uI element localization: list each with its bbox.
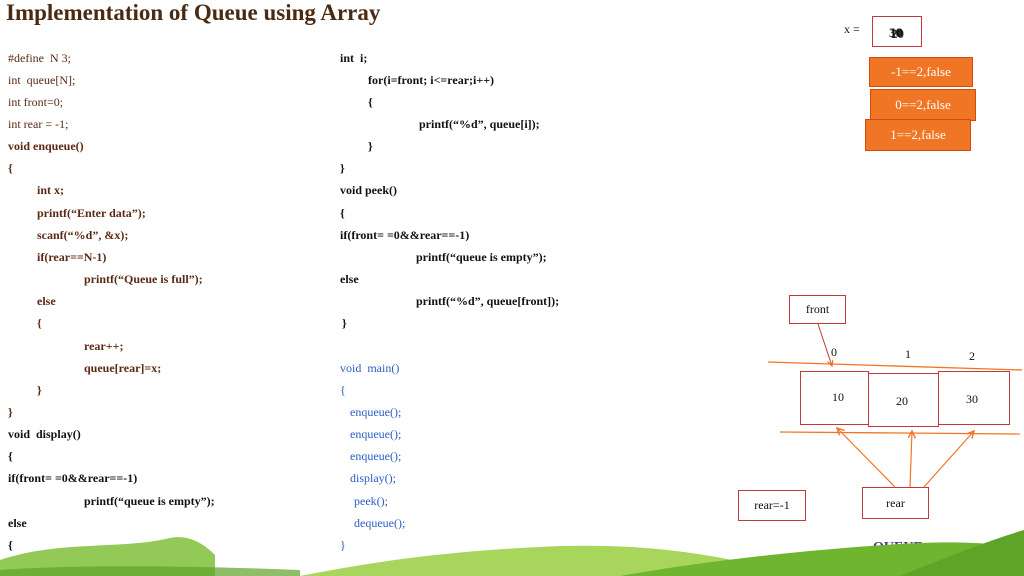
queue-cell: 20	[868, 373, 939, 427]
code-line: }	[342, 316, 347, 330]
queue-cell: 30	[938, 371, 1010, 425]
grass-layer	[0, 537, 215, 576]
code-line: if(front= =0&&rear==-1)	[8, 471, 138, 485]
code-line: {	[340, 206, 345, 220]
rear-arrow	[910, 431, 912, 488]
array-index: 1	[905, 347, 911, 361]
rear-arrow	[923, 431, 974, 488]
code-line: {	[8, 538, 13, 552]
code-line: }	[37, 383, 42, 397]
code-line: }	[340, 161, 345, 175]
code-line: {	[8, 449, 13, 463]
queue-cell-value: 20	[896, 394, 908, 408]
code-line: }	[8, 405, 13, 419]
variable-x-box: 10 20 30	[872, 16, 922, 47]
array-bottom-line	[779, 431, 1021, 435]
code-line: void enqueue()	[8, 139, 84, 153]
code-line: int front=0;	[8, 95, 64, 109]
variable-x-value: 10	[890, 25, 903, 40]
code-line: int x;	[37, 183, 64, 197]
code-line: enqueue();	[350, 427, 402, 441]
code-line: void main()	[340, 361, 400, 375]
code-line: if(rear==N-1)	[37, 250, 107, 264]
condition-box: 1==2,false	[865, 119, 971, 151]
slide-title: Implementation of Queue using Array	[6, 0, 381, 25]
code-line: {	[368, 95, 373, 109]
code-line: enqueue();	[350, 405, 402, 419]
queue-cell: 10	[800, 371, 869, 425]
condition-box: 0==2,false	[870, 89, 976, 121]
code-line: else	[37, 294, 56, 308]
code-line: }	[368, 139, 373, 153]
code-line: int rear = -1;	[8, 117, 69, 131]
grass-decoration	[0, 530, 1024, 576]
rear-pointer-box: rear	[862, 487, 929, 519]
code-line: enqueue();	[350, 449, 402, 463]
code-line: queue[rear]=x;	[84, 361, 162, 375]
condition-box: -1==2,false	[869, 57, 973, 87]
code-line: if(front= =0&&rear==-1)	[340, 228, 470, 242]
code-line: else	[8, 516, 27, 530]
code-line: rear++;	[84, 339, 124, 353]
code-line: {	[37, 316, 42, 330]
code-line: int i;	[340, 51, 368, 65]
code-line: }	[340, 538, 346, 552]
grass-layer	[900, 530, 1024, 576]
grass-layer	[0, 566, 300, 576]
variable-x-value: 30	[889, 25, 902, 40]
array-index: 0	[831, 345, 837, 359]
rear-initial-box: rear=-1	[738, 490, 806, 521]
code-line: int queue[N];	[8, 73, 76, 87]
grass-layer	[300, 545, 760, 576]
front-pointer-box: front	[789, 295, 846, 324]
code-line: scanf(“%d”, &x);	[37, 228, 129, 242]
queue-cell-value: 30	[966, 392, 978, 406]
code-line: void display()	[8, 427, 81, 441]
variable-x-value: 20	[891, 26, 904, 41]
code-line: dequeue();	[354, 516, 406, 530]
array-index: 2	[969, 349, 975, 363]
code-line: printf(“queue is empty”);	[416, 250, 547, 264]
code-line: else	[340, 272, 359, 286]
queue-cell-value: 10	[832, 390, 844, 404]
code-line: peek();	[354, 494, 388, 508]
code-line: printf(“Queue is full”);	[84, 272, 203, 286]
front-arrow	[817, 323, 832, 366]
code-line: printf(“Enter data”);	[37, 206, 146, 220]
code-line: printf(“queue is empty”);	[84, 494, 215, 508]
variable-x-label: x =	[844, 22, 860, 36]
code-line: {	[8, 161, 13, 175]
rear-arrow	[837, 428, 896, 488]
code-line: display();	[350, 471, 396, 485]
array-top-line	[767, 361, 1023, 371]
code-line: {	[340, 383, 346, 397]
code-line: for(i=front; i<=rear;i++)	[368, 73, 495, 87]
code-line: printf(“%d”, queue[i]);	[419, 117, 540, 131]
code-line: printf(“%d”, queue[front]);	[416, 294, 560, 308]
code-line: void peek()	[340, 183, 397, 197]
code-line: #define N 3;	[8, 51, 71, 65]
